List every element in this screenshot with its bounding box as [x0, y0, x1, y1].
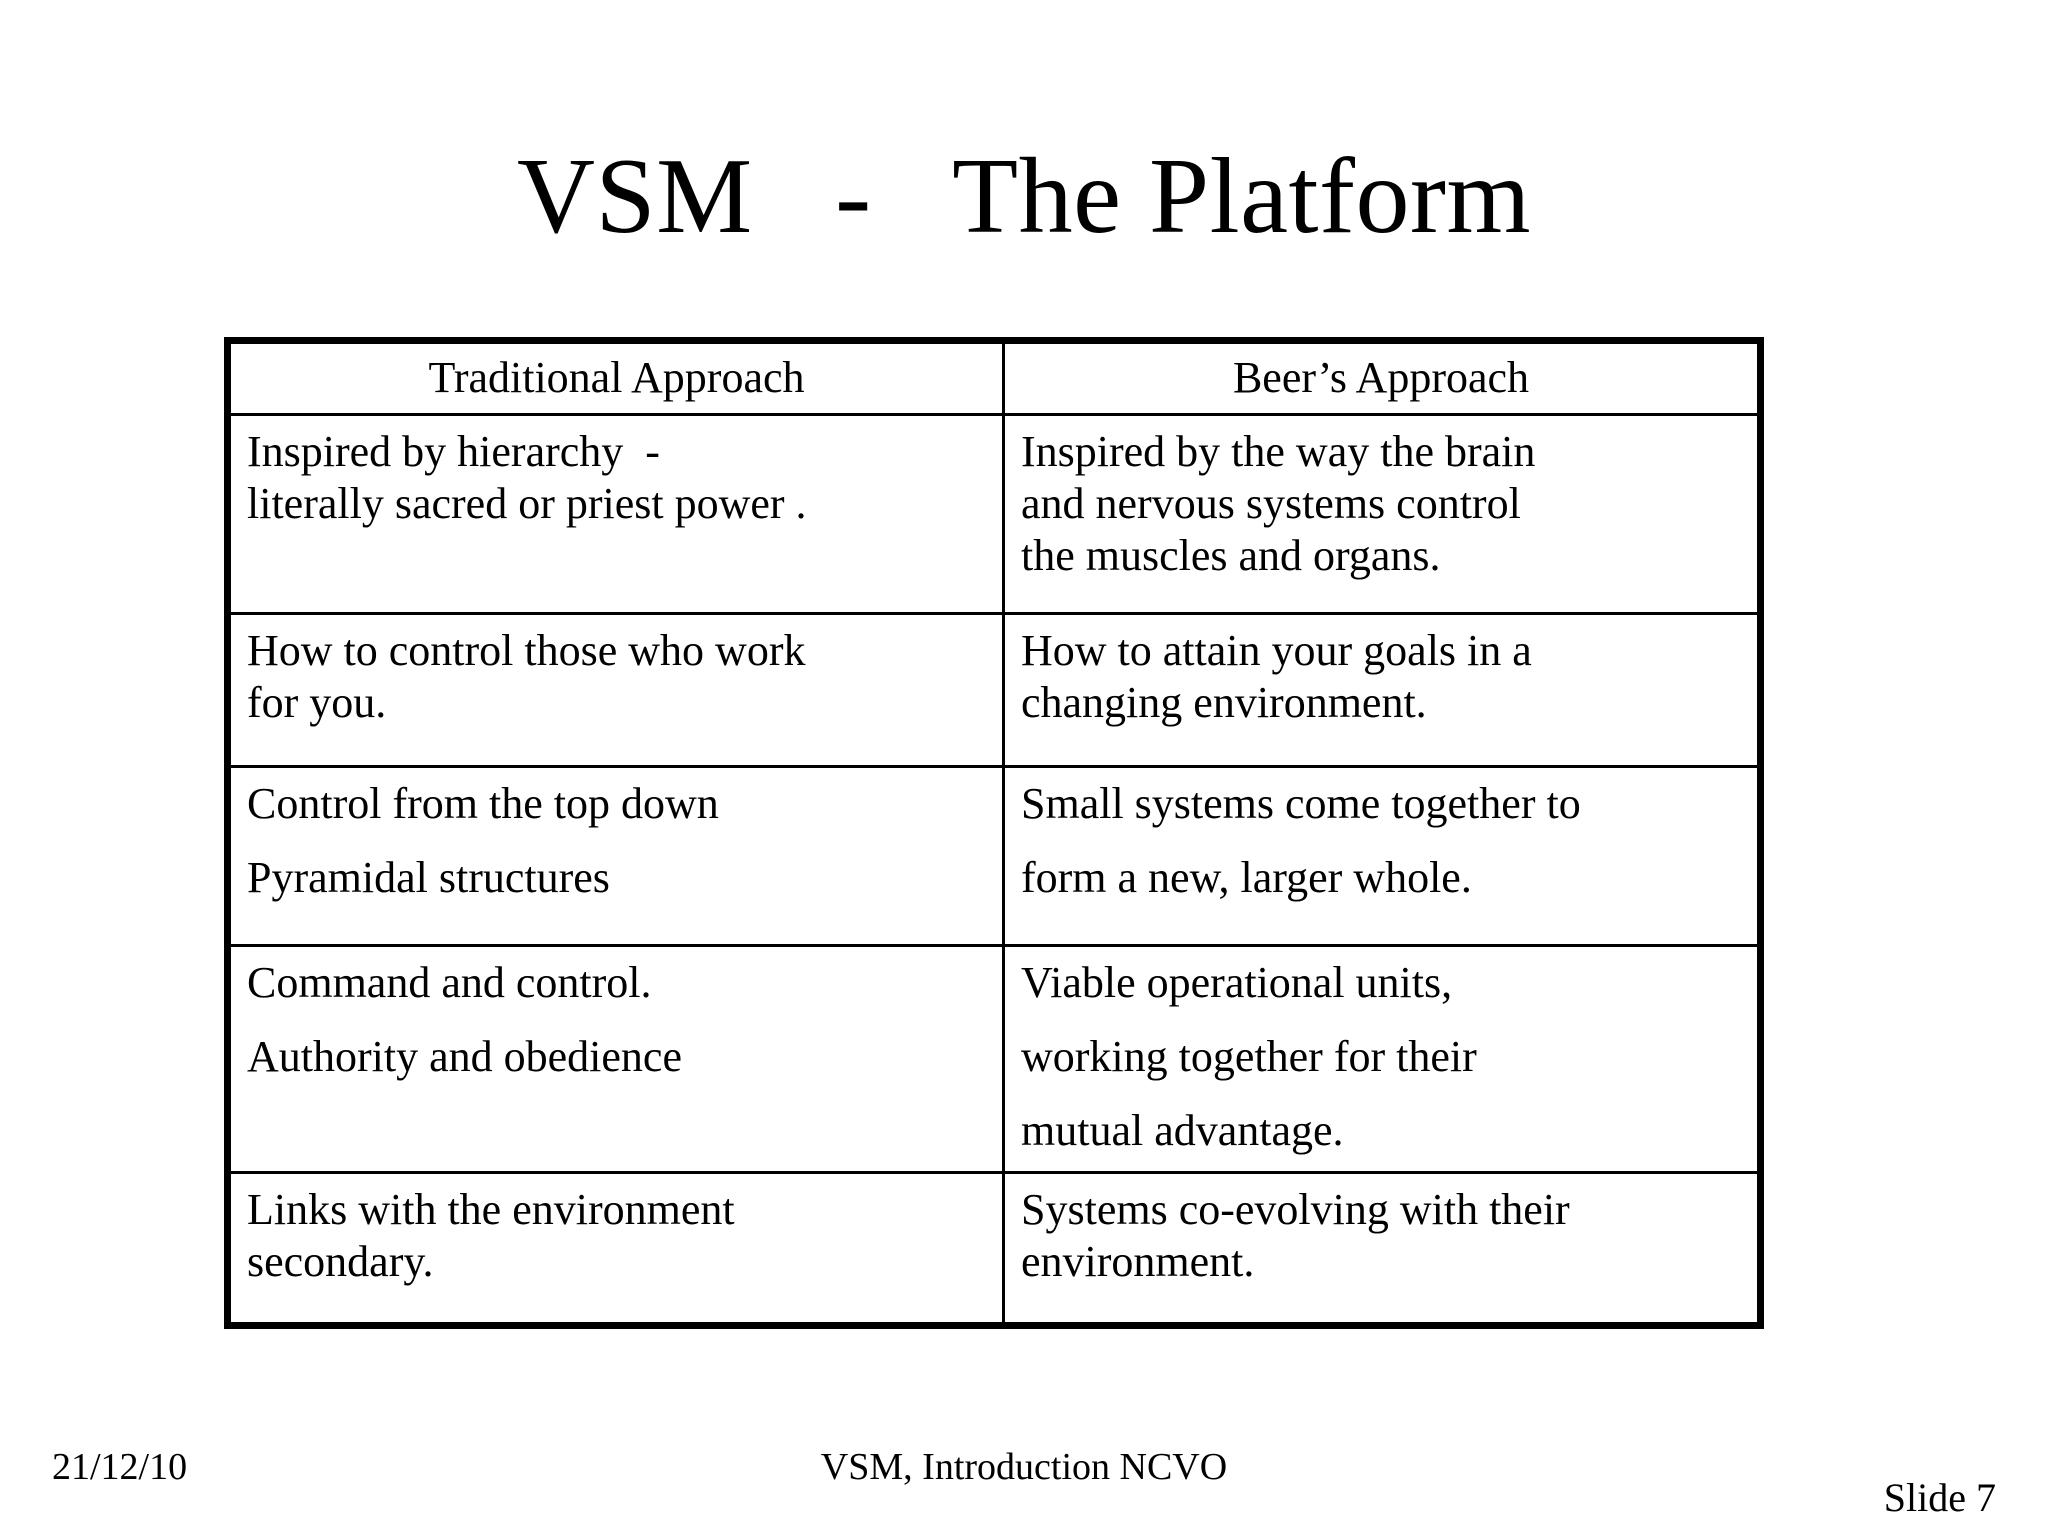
cell-line: for you. [247, 677, 387, 727]
cell-line: Small systems come together to [1021, 779, 1581, 828]
cell-line: the muscles and organs. [1021, 530, 1441, 580]
table-header-row: Traditional Approach Beer’s Approach [226, 339, 1762, 416]
footer-date: 21/12/10 [52, 1446, 188, 1488]
cell-line: Systems co-evolving with their [1021, 1184, 1570, 1234]
cell-line: How to control those who work [247, 626, 806, 675]
column-header-beers-approach: Beer’s Approach [1002, 339, 1762, 416]
footer-slide-number: Slide 7 [1883, 1475, 1996, 1520]
cell-beers: How to attain your goals in a changing e… [1002, 612, 1762, 768]
table-body: Inspired by hierarchy - literally sacred… [226, 413, 1762, 1327]
cell-traditional: Command and control. Authority and obedi… [226, 944, 1005, 1174]
cell-line: environment. [1021, 1236, 1255, 1286]
cell-beers: Systems co-evolving with their environme… [1002, 1170, 1762, 1327]
table-row: Command and control. Authority and obedi… [226, 944, 1762, 1174]
table-row: Control from the top down Pyramidal stru… [226, 765, 1762, 947]
cell-traditional: Inspired by hierarchy - literally sacred… [226, 413, 1005, 615]
cell-line: form a new, larger whole. [1021, 852, 1472, 902]
cell-line: Pyramidal structures [247, 852, 610, 902]
footer-presentation-title: VSM, Introduction NCVO [820, 1446, 1228, 1488]
cell-beers: Viable operational units, working togeth… [1002, 944, 1762, 1174]
cell-line: Control from the top down [247, 779, 719, 828]
comparison-table: Traditional Approach Beer’s Approach Ins… [224, 337, 1764, 1329]
cell-line: Viable operational units, [1021, 958, 1453, 1007]
cell-line: changing environment. [1021, 677, 1427, 727]
cell-line: working together for their [1021, 1031, 1477, 1081]
page-title: VSM - The Platform [517, 137, 1531, 257]
cell-line: mutual advantage. [1021, 1105, 1344, 1155]
cell-traditional: Links with the environment secondary. [226, 1170, 1005, 1327]
cell-line: Command and control. [247, 958, 652, 1007]
cell-line: literally sacred or priest power . [247, 478, 807, 528]
cell-beers: Small systems come together to form a ne… [1002, 765, 1762, 947]
cell-line: Inspired by the way the brain [1021, 427, 1536, 476]
cell-line: secondary. [247, 1236, 434, 1286]
table-row: Links with the environment secondary. Sy… [226, 1170, 1762, 1327]
cell-line: and nervous systems control [1021, 478, 1521, 528]
cell-line: How to attain your goals in a [1021, 626, 1532, 675]
cell-line: Inspired by hierarchy - [247, 427, 660, 476]
cell-line: Authority and obedience [247, 1031, 682, 1081]
cell-line: Links with the environment [247, 1184, 735, 1234]
cell-beers: Inspired by the way the brain and nervou… [1002, 413, 1762, 615]
table-row: Inspired by hierarchy - literally sacred… [226, 413, 1762, 615]
cell-traditional: Control from the top down Pyramidal stru… [226, 765, 1005, 947]
table-header: Traditional Approach Beer’s Approach [226, 339, 1762, 416]
cell-traditional: How to control those who work for you. [226, 612, 1005, 768]
table-row: How to control those who work for you. H… [226, 612, 1762, 768]
column-header-traditional-approach: Traditional Approach [226, 339, 1005, 416]
